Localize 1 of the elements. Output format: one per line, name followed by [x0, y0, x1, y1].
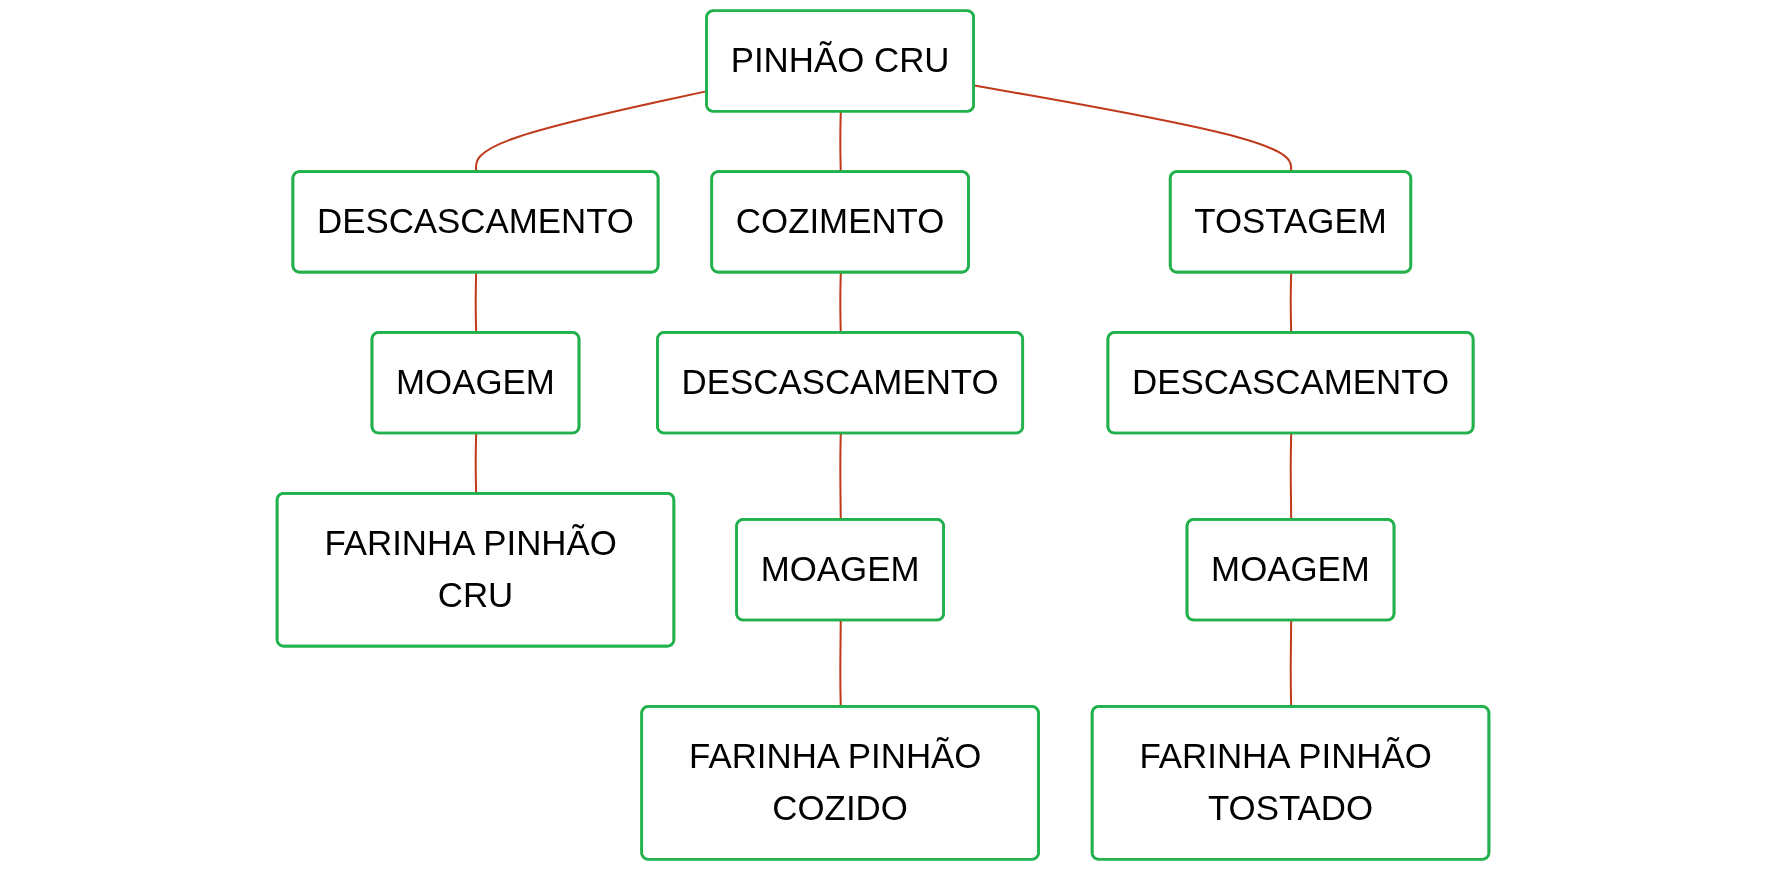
connector [474, 433, 478, 494]
